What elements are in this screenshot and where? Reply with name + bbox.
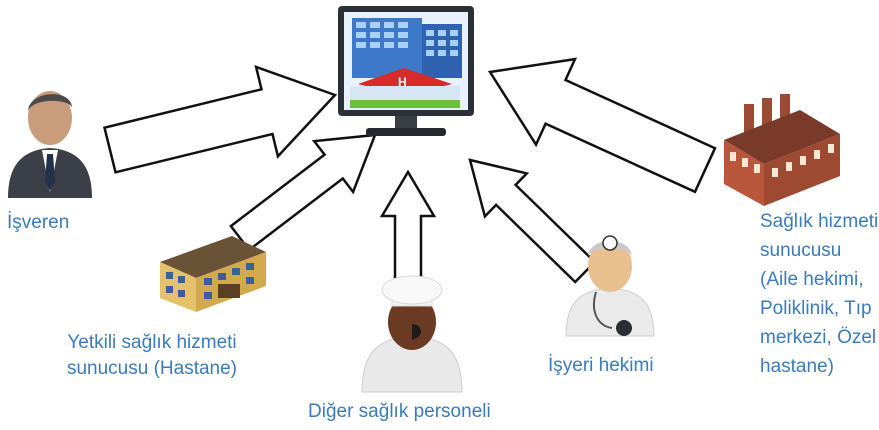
hospital-computer-icon: H xyxy=(338,6,474,136)
workplace-physician-label: İşyeri hekimi xyxy=(548,355,654,376)
health-provider-label-line: sunucusu xyxy=(760,240,842,261)
health-provider-label: Sağlık hizmeti sunucusu (Aile hekimi, Po… xyxy=(760,207,878,381)
hospital-sign: H xyxy=(398,75,407,89)
other-personnel-icon xyxy=(361,275,463,393)
arrow-from-authorized-provider xyxy=(229,133,377,252)
employer-icon xyxy=(8,91,92,198)
workplace-physician-icon xyxy=(565,235,655,337)
arrow-from-employer xyxy=(102,64,338,174)
arrow-from-workplace-physician xyxy=(468,158,597,284)
health-provider-label-line: (Aile hekimi, xyxy=(760,269,864,290)
other-personnel-label: Diğer sağlık personeli xyxy=(308,401,491,422)
arrow-from-health-provider xyxy=(487,57,717,194)
authorized-provider-label-line: sunucusu (Hastane) xyxy=(66,358,238,379)
health-provider-label-line: Poliklinik, Tıp xyxy=(760,298,872,319)
health-provider-label-line: merkezi, Özel xyxy=(760,327,877,348)
authorized-provider-label: Yetkili sağlık hizmeti sunucusu (Hastane… xyxy=(52,330,252,382)
health-provider-label-line: hastane) xyxy=(760,356,834,377)
health-provider-factory-icon xyxy=(724,94,840,206)
arrow-from-other-personnel xyxy=(379,169,437,294)
health-provider-label-line: Sağlık hizmeti xyxy=(760,211,879,232)
authorized-provider-label-line: Yetkili sağlık hizmeti xyxy=(67,332,237,353)
authorized-provider-building-icon xyxy=(160,236,266,312)
employer-label: İşveren xyxy=(7,212,70,233)
